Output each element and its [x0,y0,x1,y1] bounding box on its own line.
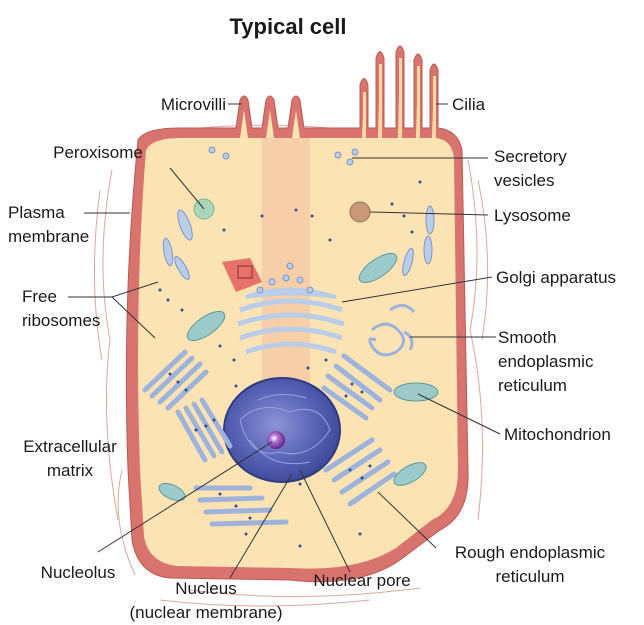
label-extracellular-1: Extracellular [23,437,117,456]
label-peroxisome: Peroxisome [53,143,143,162]
label-lysosome: Lysosome [494,206,571,225]
nucleolus [267,431,285,449]
nucleus [224,378,340,482]
label-nuclear-pore: Nuclear pore [313,571,410,590]
label-rough-er-2: reticulum [496,567,565,586]
label-rough-er-1: Rough endoplasmic [455,543,606,562]
label-smooth-er-3: reticulum [498,376,567,395]
diagram-title: Typical cell [230,14,347,39]
label-smooth-er-1: Smooth [498,328,557,347]
label-plasma-1: Plasma [8,203,65,222]
label-cilia: Cilia [452,95,486,114]
label-free-ribosomes-1: Free [22,287,57,306]
lysosome [350,202,370,222]
label-mitochondrion: Mitochondrion [504,425,611,444]
label-plasma-2: membrane [8,227,89,246]
secretory-pathway-column [262,138,310,398]
label-golgi: Golgi apparatus [496,268,616,287]
cilia-cores [363,58,436,138]
label-nucleus-2: (nuclear membrane) [129,603,282,622]
label-free-ribosomes-2: ribosomes [22,311,100,330]
label-smooth-er-2: endoplasmic [498,352,594,371]
label-nucleolus: Nucleolus [41,563,116,582]
label-extracellular-2: matrix [47,461,94,480]
label-nucleus-1: Nucleus [175,579,236,598]
label-secretory-1: Secretory [494,147,567,166]
label-microvilli: Microvilli [161,95,226,114]
label-secretory-2: vesicles [494,171,554,190]
